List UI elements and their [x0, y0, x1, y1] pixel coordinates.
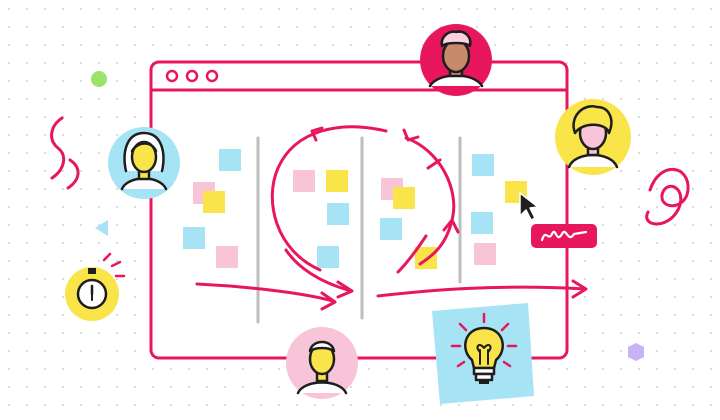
person-avatar-icon	[286, 327, 358, 399]
person-avatar-icon	[108, 127, 180, 199]
sticky-note	[471, 212, 493, 234]
sticky-note	[183, 227, 205, 249]
curl-right-decoration	[645, 167, 690, 226]
cursor-arrow-icon	[519, 192, 539, 221]
triangle-decoration	[95, 220, 108, 236]
person-avatar-icon	[555, 99, 631, 175]
sticky-note	[380, 218, 402, 240]
lightbulb-icon	[450, 312, 518, 384]
sticky-note	[203, 191, 225, 213]
sticky-note	[317, 246, 339, 268]
sticky-note	[293, 170, 315, 192]
sticky-notes	[183, 149, 527, 269]
sticky-note	[472, 154, 494, 176]
window-dots-icon	[165, 69, 219, 83]
sticky-note	[216, 246, 238, 268]
sticky-note	[326, 170, 348, 192]
stopwatch-icon	[65, 252, 126, 321]
green-dot-decoration	[91, 71, 107, 87]
signature-tag-icon	[531, 224, 597, 248]
lightbulb-card	[432, 303, 534, 404]
sticky-note	[393, 187, 415, 209]
sticky-note	[219, 149, 241, 171]
person-avatar-icon	[420, 24, 492, 96]
hexagon-decoration	[628, 343, 644, 361]
window-frame	[149, 60, 569, 360]
flow-arrow-icon	[195, 279, 588, 311]
sticky-note	[327, 203, 349, 225]
cycle-arrows-icon	[270, 125, 460, 299]
sticky-note	[474, 243, 496, 265]
squiggle-left-decoration	[50, 116, 80, 190]
